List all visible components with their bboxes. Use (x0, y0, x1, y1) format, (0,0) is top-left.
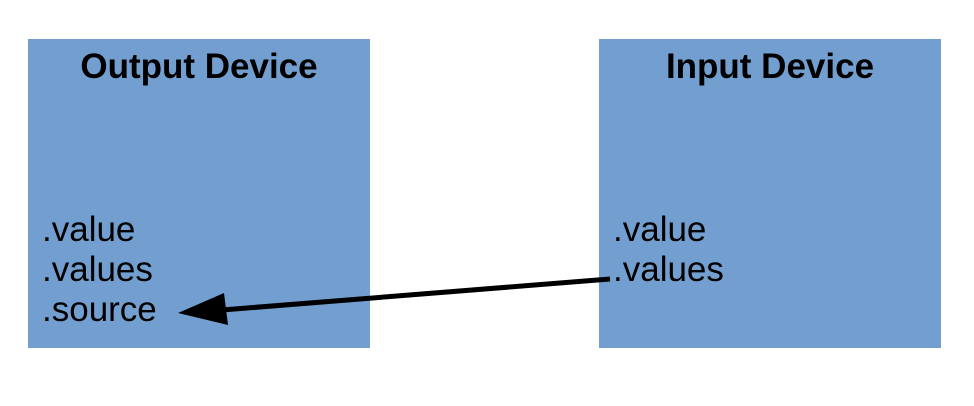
output-device-property-values: .values (42, 250, 153, 289)
output-device-title: Output Device (80, 47, 318, 86)
input-device-properties: .value .values (613, 210, 724, 290)
input-device-title: Input Device (665, 47, 875, 86)
input-device-property-value: .value (613, 210, 707, 249)
input-device-property-values: .values (613, 250, 724, 289)
output-device-property-source: .source (42, 290, 157, 329)
input-device-box: Input Device .value .values (599, 39, 941, 348)
output-device-box: Output Device .value .values .source (28, 39, 370, 348)
output-device-properties: .value .values .source (42, 210, 157, 330)
output-device-property-value: .value (42, 210, 136, 249)
